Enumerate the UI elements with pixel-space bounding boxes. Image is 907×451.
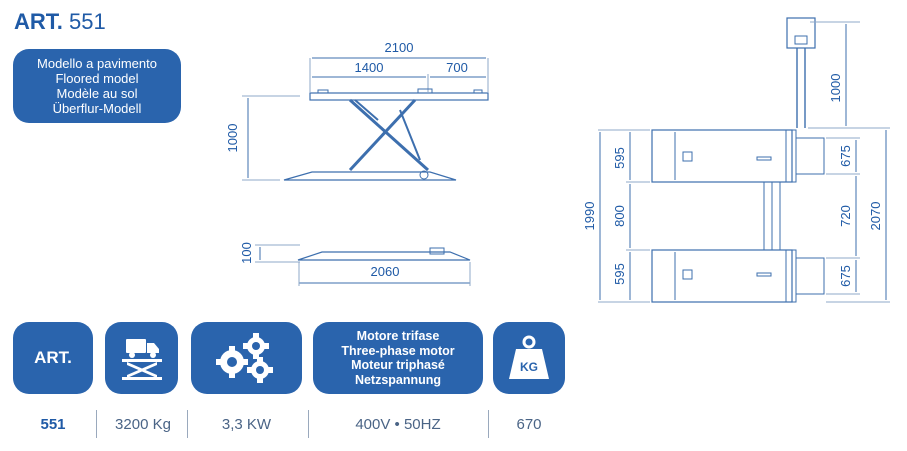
- model-line-it: Modello a pavimento: [37, 56, 157, 71]
- model-type-badge: Modello a pavimento Floored model Modèle…: [13, 49, 181, 123]
- dim-side-segment-b: 700: [446, 60, 468, 75]
- spec-tile-power: [191, 322, 302, 394]
- spec-tile-capacity: [105, 322, 178, 394]
- motor-line-de: Netzspannung: [354, 372, 442, 387]
- value-weight: 670: [516, 415, 542, 433]
- dim-plate-gap: 720: [838, 205, 853, 227]
- article-prefix: ART.: [14, 9, 63, 34]
- value-separator: [488, 410, 489, 438]
- dim-plate-width-top: 675: [838, 145, 853, 167]
- dim-lowered-height: 100: [239, 242, 254, 264]
- value-separator: [308, 410, 309, 438]
- dim-side-total-length: 2100: [385, 40, 414, 55]
- value-power: 3,3 KW: [221, 415, 272, 433]
- dim-base-length: 2060: [371, 264, 400, 279]
- model-line-de: Überflur-Modell: [52, 101, 142, 116]
- motor-line-fr: Moteur triphasé: [351, 358, 445, 372]
- spec-tile-weight: KG: [493, 322, 565, 394]
- weight-kg-icon: KG: [509, 335, 549, 379]
- motor-line-it: Motore trifase: [356, 329, 440, 343]
- model-line-fr: Modèle au sol: [56, 86, 138, 101]
- dim-platform-width-top: 595: [612, 147, 627, 169]
- value-separator: [187, 410, 188, 438]
- dim-inner-gap: 800: [612, 205, 627, 227]
- article-title: ART. 551: [14, 9, 106, 35]
- gears-icon: [215, 333, 273, 383]
- model-line-en: Floored model: [55, 71, 139, 86]
- dim-overall-width: 1990: [582, 202, 597, 231]
- value-article: 551: [40, 415, 66, 433]
- dim-platform-width-bottom: 595: [612, 263, 627, 285]
- spec-tile-motor: Motore trifase Three-phase motor Moteur …: [313, 322, 483, 394]
- dim-side-segment-a: 1400: [355, 60, 384, 75]
- motor-line-en: Three-phase motor: [341, 343, 455, 358]
- dim-column-height: 1000: [828, 74, 843, 103]
- spec-art-label: ART.: [34, 348, 72, 367]
- value-separator: [96, 410, 97, 438]
- dim-plate-width-bottom: 675: [838, 265, 853, 287]
- dim-overall-width-plates: 2070: [868, 202, 883, 231]
- technical-drawing: 2100 1400 700 1000 100 2060 1000 1990 59…: [225, 17, 890, 303]
- truck-on-lift-icon: [121, 339, 162, 380]
- article-number: 551: [69, 9, 106, 34]
- dim-side-height: 1000: [225, 124, 240, 153]
- spec-tile-article: ART.: [13, 322, 93, 394]
- value-voltage: 400V • 50HZ: [355, 415, 441, 433]
- kg-label: KG: [520, 360, 538, 374]
- value-capacity: 3200 Kg: [115, 415, 171, 433]
